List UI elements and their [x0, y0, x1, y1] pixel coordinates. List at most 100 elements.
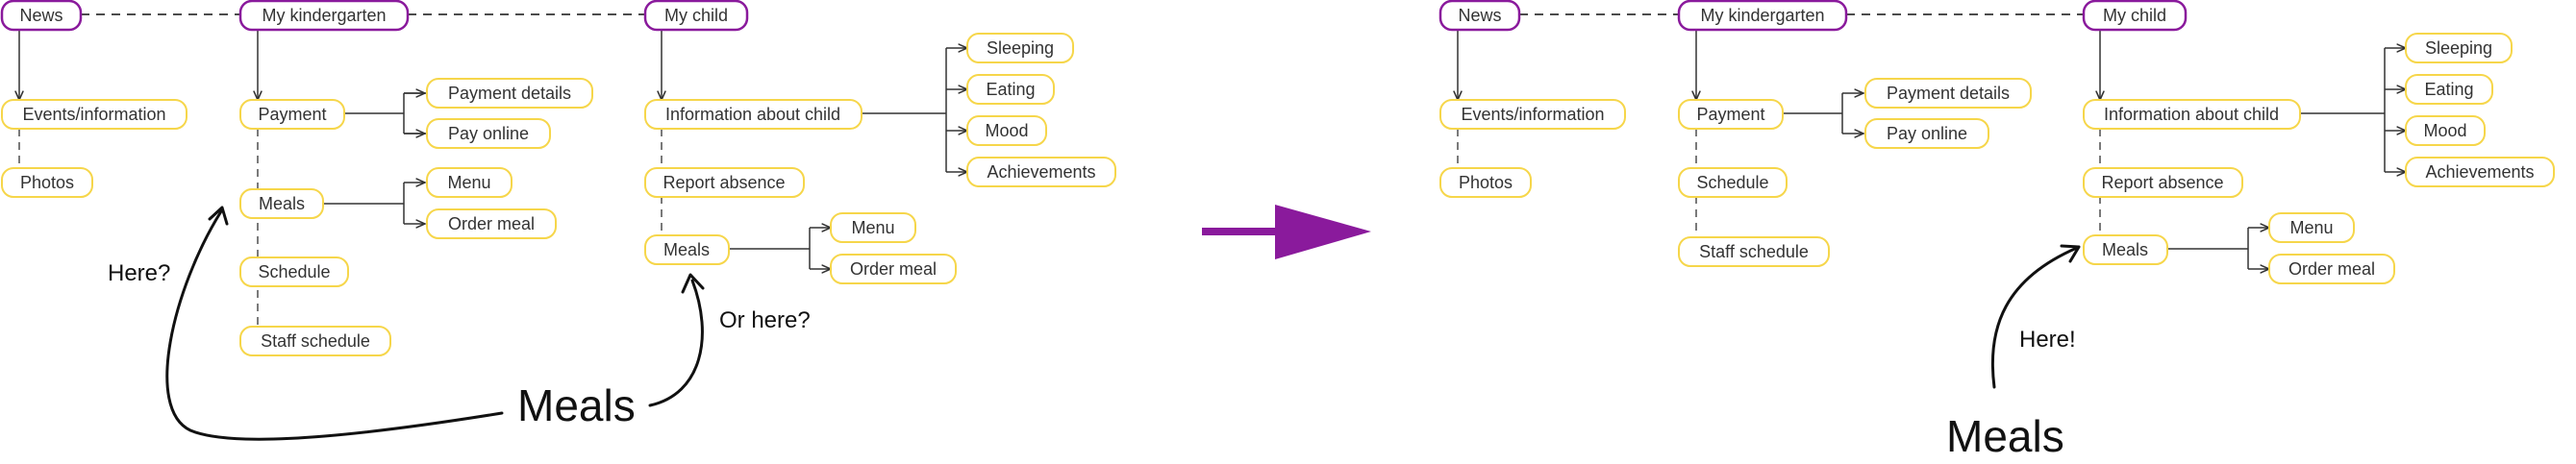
node-label: Events/information: [22, 105, 165, 124]
node-label: Payment details: [448, 84, 571, 103]
after-panel: News My kindergarten My child Events/inf…: [1438, 0, 2555, 461]
node-photos: Photos: [1439, 167, 1532, 198]
node-label: Meals: [663, 240, 710, 259]
node-report-absence: Report absence: [2083, 167, 2243, 198]
nav-node-child: My child: [2082, 0, 2188, 32]
node-mood: Mood: [966, 115, 1047, 146]
before-panel: News My kindergarten My child Events/inf…: [0, 0, 1116, 441]
hand-arrow-curve: [165, 209, 504, 441]
node-meals: Meals: [239, 188, 324, 219]
node-staff-schedule: Staff schedule: [1678, 236, 1830, 267]
nav-node-kindergarten: My kindergarten: [238, 0, 410, 32]
node-pay-online: Pay online: [426, 118, 551, 149]
node-label: Sleeping: [987, 38, 1054, 58]
node-label: Menu: [851, 218, 894, 237]
node-events: Events/information: [1, 99, 188, 130]
node-events: Events/information: [1439, 99, 1626, 130]
node-label: Menu: [2289, 218, 2333, 237]
node-schedule: Schedule: [239, 256, 349, 287]
node-label: Photos: [1459, 173, 1513, 192]
node-child-order-meal: Order meal: [2268, 254, 2395, 284]
node-order-meal: Order meal: [426, 208, 557, 239]
node-mood: Mood: [2405, 115, 2486, 146]
node-label: Staff schedule: [261, 331, 370, 351]
node-label: Menu: [447, 173, 490, 192]
node-label: Staff schedule: [1699, 242, 1809, 261]
node-eating: Eating: [2405, 74, 2493, 105]
node-label: Meals: [259, 194, 305, 213]
node-schedule: Schedule: [1678, 167, 1788, 198]
nav-node-news: News: [0, 0, 83, 32]
node-payment: Payment: [239, 99, 345, 130]
node-info-about-child: Information about child: [644, 99, 863, 130]
node-payment-details: Payment details: [1864, 78, 2032, 109]
node-payment: Payment: [1678, 99, 1784, 130]
connector: [729, 228, 811, 269]
node-label: News: [19, 6, 63, 25]
annotation-here: Here?: [108, 260, 170, 286]
node-label: Schedule: [258, 262, 330, 281]
node-pay-online: Pay online: [1864, 118, 1989, 149]
node-label: Achievements: [2425, 162, 2534, 182]
connector: [2300, 48, 2386, 172]
node-eating: Eating: [966, 74, 1055, 105]
annotation-here: Here!: [2019, 327, 2076, 353]
node-label: Schedule: [1696, 173, 1768, 192]
node-payment-details: Payment details: [426, 78, 593, 109]
node-label: Order meal: [850, 259, 937, 279]
annotation-meals: Meals: [1946, 411, 2064, 461]
node-sleeping: Sleeping: [2405, 33, 2513, 63]
node-label: Order meal: [2288, 259, 2375, 279]
node-label: Report absence: [663, 173, 785, 192]
node-label: Sleeping: [2425, 38, 2492, 58]
hand-arrow-curve: [1990, 246, 2079, 389]
annotation-meals: Meals: [517, 380, 636, 430]
node-label: My kindergarten: [262, 6, 386, 25]
node-label: Report absence: [2101, 173, 2223, 192]
node-child-order-meal: Order meal: [830, 254, 957, 284]
annotation-or-here: Or here?: [719, 307, 811, 333]
transition-arrow: [1202, 205, 1371, 259]
connector: [323, 183, 405, 224]
nav-node-kindergarten: My kindergarten: [1677, 0, 1848, 32]
node-label: News: [1458, 6, 1501, 25]
connector: [862, 48, 947, 172]
nav-node-news: News: [1438, 0, 1521, 32]
node-achievements: Achievements: [2405, 157, 2555, 187]
node-label: Events/information: [1461, 105, 1604, 124]
node-sleeping: Sleeping: [966, 33, 1074, 63]
hand-arrow-head: [681, 273, 705, 294]
hand-arrow-curve: [648, 279, 704, 407]
node-child-meals: Meals: [644, 234, 730, 265]
connector: [327, 92, 427, 134]
node-label: Achievements: [987, 162, 1095, 182]
connector: [2167, 228, 2249, 269]
connector: [1783, 93, 1843, 134]
nav-node-child: My child: [643, 0, 749, 32]
node-label: Information about child: [665, 105, 840, 124]
node-info-about-child: Information about child: [2083, 99, 2301, 130]
node-label: My child: [664, 6, 728, 25]
node-child-meals: Meals: [2083, 234, 2168, 265]
node-label: My child: [2103, 6, 2166, 25]
node-child-menu: Menu: [2268, 212, 2355, 243]
node-label: Eating: [986, 80, 1035, 99]
node-label: Photos: [20, 173, 74, 192]
node-label: Information about child: [2104, 105, 2279, 124]
node-label: Pay online: [448, 124, 529, 143]
node-photos: Photos: [1, 167, 93, 198]
node-staff-schedule: Staff schedule: [239, 326, 391, 356]
node-label: Payment: [1696, 105, 1764, 124]
node-label: My kindergarten: [1700, 6, 1824, 25]
node-report-absence: Report absence: [644, 167, 805, 198]
node-child-menu: Menu: [830, 212, 916, 243]
hand-arrow-head: [2060, 244, 2081, 263]
node-label: Meals: [2102, 240, 2148, 259]
node-label: Payment: [258, 105, 326, 124]
node-label: Order meal: [448, 214, 535, 233]
node-menu: Menu: [426, 167, 513, 198]
node-label: Mood: [2423, 121, 2466, 140]
node-label: Mood: [985, 121, 1028, 140]
node-achievements: Achievements: [966, 157, 1116, 187]
